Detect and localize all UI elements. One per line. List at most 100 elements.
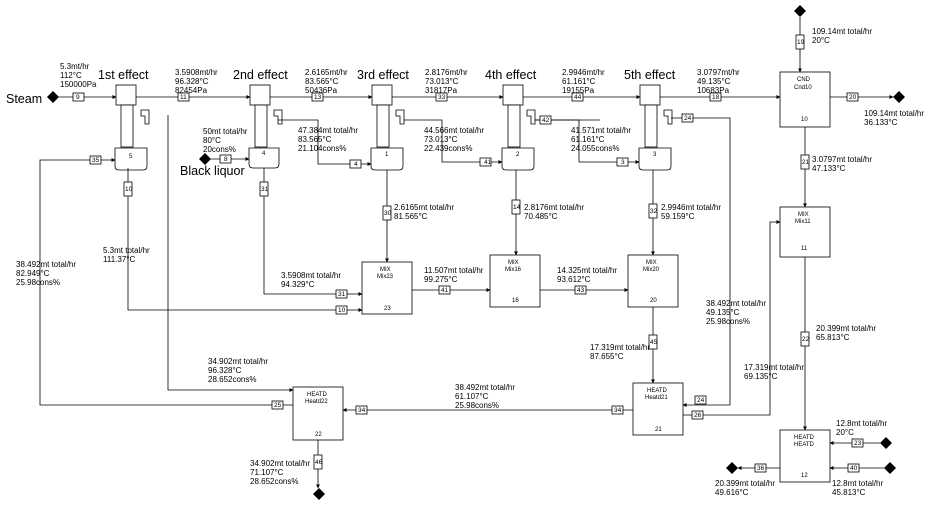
annot-cw-out2: 20.399mt total/hr 49.616°C <box>715 479 775 497</box>
annot-vap-3-4: 2.8176mt/hr 73.013°C 31817Pa <box>425 68 468 95</box>
effect-1[interactable]: 1st effect 5 <box>98 68 150 171</box>
effect-4-body <box>501 147 535 171</box>
stream-31b-tag: 31 <box>335 289 348 299</box>
svg-text:49.135°C: 49.135°C <box>706 308 740 317</box>
svg-text:96.328°C: 96.328°C <box>208 366 242 375</box>
effect-4-tube <box>507 104 521 148</box>
svg-text:109.14mt total/hr: 109.14mt total/hr <box>864 109 924 118</box>
annot-liq-4-5: 41.571mt total/hr 61.161°C 24.055cons% <box>571 126 631 153</box>
water-in-diamond <box>880 437 892 449</box>
svg-text:21.104cons%: 21.104cons% <box>298 144 346 153</box>
effect-3-body <box>370 147 404 171</box>
block-mix16[interactable]: MIX Mix16 16 <box>489 254 541 308</box>
svg-text:47.133°C: 47.133°C <box>812 164 846 173</box>
effect-1-separator <box>115 84 137 106</box>
annot-cnd-liq: 3.0797mt total/hr 47.133°C <box>812 155 872 173</box>
svg-text:59.159°C: 59.159°C <box>661 212 695 221</box>
effect-4[interactable]: 4th effect 2 <box>485 68 537 171</box>
effect-5[interactable]: 5th effect 3 <box>624 68 676 171</box>
effect-2-separator <box>249 84 271 106</box>
cooling-water-feed-diamond <box>794 5 806 17</box>
svg-text:50mt total/hr: 50mt total/hr <box>203 127 248 136</box>
svg-text:10: 10 <box>338 307 346 314</box>
svg-text:38.492mt total/hr: 38.492mt total/hr <box>16 260 76 269</box>
svg-text:20°C: 20°C <box>836 428 854 437</box>
svg-text:13: 13 <box>314 94 322 101</box>
svg-text:2.9946mt total/hr: 2.9946mt total/hr <box>661 203 721 212</box>
block-mix20-type: MIX <box>646 260 657 266</box>
block-mix23[interactable]: MIX Mix23 23 <box>361 261 413 315</box>
effect-5-body <box>638 147 672 171</box>
block-cnd-type: CND <box>797 77 811 83</box>
svg-text:36: 36 <box>757 465 765 472</box>
svg-text:22: 22 <box>802 336 810 343</box>
annot-cond-4: 2.8176mt total/hr 70.485°C <box>524 203 584 221</box>
effect-3-title: 3rd effect <box>357 68 409 82</box>
svg-text:2.8176mt total/hr: 2.8176mt total/hr <box>524 203 584 212</box>
svg-text:11.507mt total/hr: 11.507mt total/hr <box>424 266 484 275</box>
svg-text:2.6165mt total/hr: 2.6165mt total/hr <box>394 203 454 212</box>
svg-text:70.485°C: 70.485°C <box>524 212 558 221</box>
block-cnd[interactable]: CND Cnd10 10 <box>779 71 831 128</box>
annot-vap-4-5: 2.9946mt/hr 61.161°C 19155Pa <box>562 68 605 95</box>
stream-41b-tag: 41 <box>438 285 451 295</box>
svg-text:5.3mt/hr: 5.3mt/hr <box>60 62 90 71</box>
block-heat21-id: 21 <box>655 427 662 433</box>
svg-text:47.384mt total/hr: 47.384mt total/hr <box>298 126 358 135</box>
svg-text:3.5908mt total/hr: 3.5908mt total/hr <box>281 271 341 280</box>
stream-32-tag: 32 <box>648 203 658 219</box>
svg-text:41.571mt total/hr: 41.571mt total/hr <box>571 126 631 135</box>
annot-cond-5: 2.9946mt total/hr 59.159°C <box>661 203 721 221</box>
annot-w-out: 12.8mt total/hr 45.813°C <box>832 479 883 497</box>
block-mix20[interactable]: MIX Mix20 20 <box>627 254 679 308</box>
svg-text:83.565°C: 83.565°C <box>298 135 332 144</box>
block-heat12[interactable]: HEATD HEATD 12 <box>779 429 831 483</box>
effect-2[interactable]: 2nd effect 4 <box>233 68 288 169</box>
annot-vap-1-2: 3.5908mt/hr 96.328°C 82454Pa <box>175 68 218 95</box>
steam-feed-diamond <box>47 91 59 103</box>
block-heat12-id: 12 <box>801 473 808 479</box>
annot-product-out: 34.902mt total/hr 71.107°C 28.652cons% <box>250 459 310 486</box>
block-mix23-name: Mix23 <box>377 274 394 280</box>
block-mix11-name: Mix11 <box>795 219 811 225</box>
svg-text:3.0797mt/hr: 3.0797mt/hr <box>697 68 740 77</box>
effect-2-inlet <box>273 109 283 125</box>
svg-text:17.319mt total/hr: 17.319mt total/hr <box>744 363 804 372</box>
black-liquor-feed-diamond <box>199 153 211 165</box>
annot-liq-3-4: 44.566mt total/hr 73.013°C 22.439cons% <box>424 126 484 153</box>
effect-1-tube <box>120 104 134 148</box>
svg-text:31: 31 <box>338 291 346 298</box>
effect-3-inlet <box>395 109 405 125</box>
stream-24b-tag: 24 <box>694 395 707 405</box>
effect-5-tube <box>644 104 658 148</box>
stream-30-tag: 30 <box>382 205 392 221</box>
svg-text:10683Pa: 10683Pa <box>697 86 730 95</box>
effect-3[interactable]: 3rd effect 1 <box>357 68 409 171</box>
block-heat22-name: Heatd22 <box>305 399 328 405</box>
annot-cond-1: 5.3mt total/hr 111.37°C <box>103 246 150 264</box>
stream-31-tag: 31 <box>259 181 269 197</box>
block-mix16-name: Mix16 <box>505 267 522 273</box>
block-mix11[interactable]: MIX Mix11 11 <box>779 206 831 258</box>
svg-text:24: 24 <box>684 115 692 122</box>
svg-text:10: 10 <box>125 186 133 193</box>
svg-text:5.3mt total/hr: 5.3mt total/hr <box>103 246 150 255</box>
effect-2-title: 2nd effect <box>233 68 288 82</box>
svg-text:38.492mt total/hr: 38.492mt total/hr <box>455 383 515 392</box>
stream-tags: 9 11 13 33 44 18 19 20 42 24 35 8 4 41 3… <box>72 34 864 473</box>
svg-text:25.98cons%: 25.98cons% <box>706 317 750 326</box>
block-heat21[interactable]: HEATD Heatd21 21 <box>632 382 684 436</box>
product-out-diamond <box>313 488 325 500</box>
stream-34-tag: 34 <box>611 405 624 415</box>
svg-text:9: 9 <box>76 94 80 101</box>
svg-text:20°C: 20°C <box>812 36 830 45</box>
svg-text:20: 20 <box>849 94 857 101</box>
annot-vap-2-3: 2.6165mt/hr 83.565°C 50436Pa <box>305 68 348 95</box>
svg-text:65.813°C: 65.813°C <box>816 333 850 342</box>
effect-1-inlet <box>140 109 150 125</box>
block-heat22[interactable]: HEATD Heatd22 22 <box>292 386 344 441</box>
svg-text:61.161°C: 61.161°C <box>562 77 596 86</box>
svg-text:50436Pa: 50436Pa <box>305 86 338 95</box>
annot-liq5-out: 38.492mt total/hr 49.135°C 25.98cons% <box>706 299 766 326</box>
annot-cond-2: 3.5908mt total/hr 94.329°C <box>281 271 341 289</box>
